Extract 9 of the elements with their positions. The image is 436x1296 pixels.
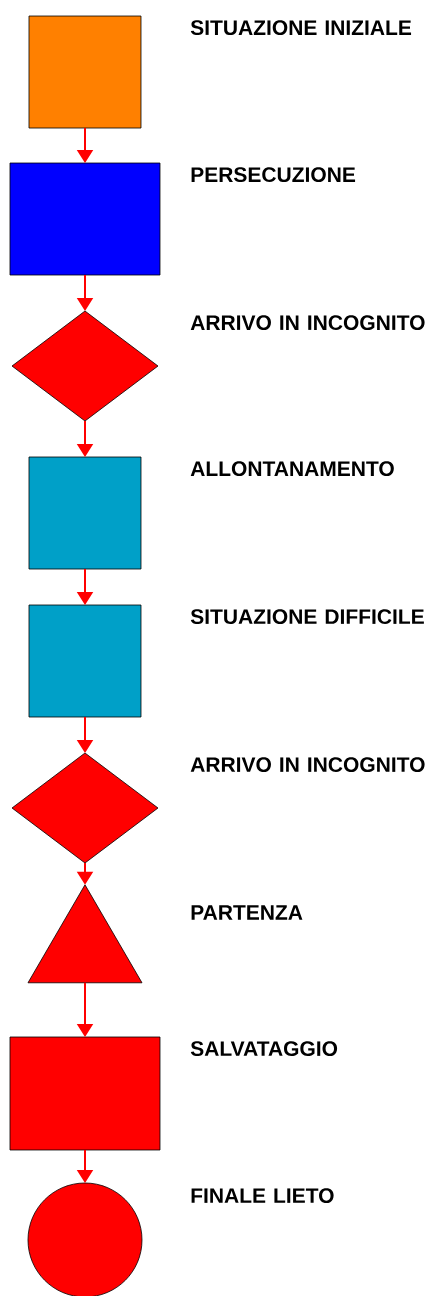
node-label: PERSECUZIONE: [191, 167, 356, 183]
node-label: SALVATAGGIO: [190, 1041, 338, 1057]
node-label: PARTENZA: [191, 905, 303, 920]
node-label: ALLONTANAMENTO: [190, 461, 394, 477]
node-label: SITUAZIONE DIFFICILE: [190, 609, 424, 625]
node-label: ARRIVO IN INCOGNITO: [190, 315, 425, 331]
node-label: ARRIVO IN INCOGNITO: [190, 757, 425, 773]
node-label: FINALE LIETO: [191, 1188, 334, 1204]
node-label: SITUAZIONE INIZIALE: [190, 20, 412, 36]
